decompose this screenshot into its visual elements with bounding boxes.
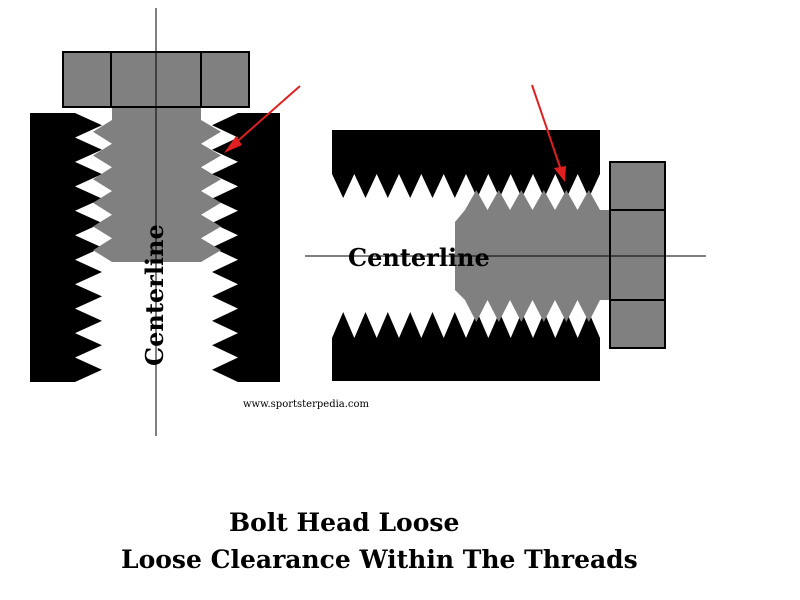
horizontal-bolt-head [609, 161, 666, 349]
vertical-bolt-view: Centerline [30, 8, 301, 436]
vertical-pointer-arrow [224, 85, 301, 153]
caption-subtitle: Loose Clearance Within The Threads [121, 545, 638, 574]
website-credit: www.sportsterpedia.com [243, 399, 370, 410]
horizontal-pointer-arrow [531, 84, 566, 182]
horizontal-bolt-view: Centerline [305, 84, 706, 381]
horizontal-centerline-label: Centerline [348, 243, 490, 272]
vertical-centerline-label: Centerline [140, 224, 169, 366]
vertical-bolt-shank [93, 106, 221, 262]
caption-title: Bolt Head Loose [229, 508, 460, 537]
